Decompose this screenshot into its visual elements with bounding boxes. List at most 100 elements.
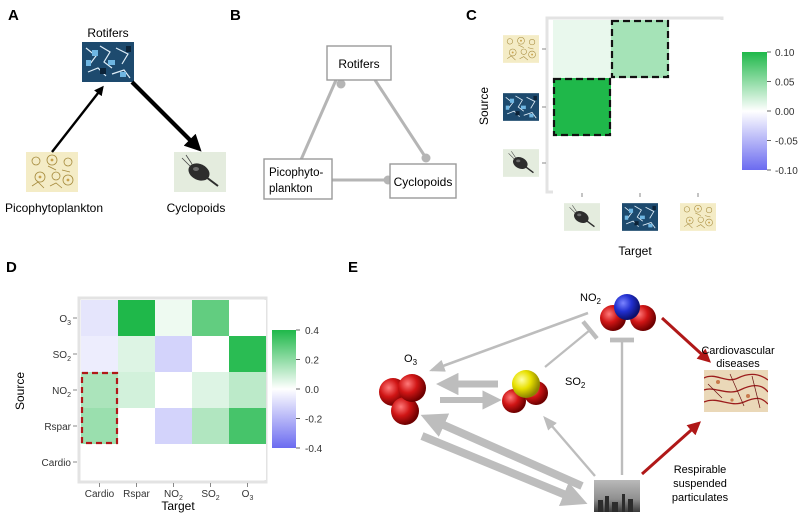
- node-picophytoplankton: [263, 158, 333, 200]
- cardio-label-2: diseases: [716, 358, 760, 370]
- arrow-no2-to-o3: [429, 311, 589, 372]
- heatmap-d-cell: [81, 336, 118, 372]
- heatmap-c-cell: [669, 20, 727, 78]
- heatmap-d-row-label: SO2: [53, 350, 71, 363]
- heatmap-d-cell: [118, 444, 155, 480]
- heatmap-c-cell: [669, 78, 727, 136]
- heatmap-d-cell: [155, 336, 192, 372]
- panel-a: A Rotifers Picophytoplankton Cyclopoids: [5, 7, 226, 215]
- heatmap-c: [552, 19, 727, 194]
- colorbar-d: [272, 330, 296, 448]
- heatmap-d-cell: [229, 336, 266, 372]
- heatmap-d-xlabel: Target: [161, 499, 195, 513]
- heatmap-d-row-label: Cardio: [42, 458, 72, 469]
- edge-rotifers-pico: [298, 79, 338, 163]
- arrow-rsp-to-so2: [543, 415, 596, 477]
- no2-label: NO2: [580, 292, 602, 306]
- heatmap-d-cell: [229, 444, 266, 480]
- rotifers-image: [82, 42, 134, 82]
- node-pico-label-2: plankton: [269, 183, 312, 195]
- heatmap-d-cell: [192, 408, 229, 444]
- heatmap-c-ylabel: Source: [477, 87, 491, 125]
- heatmap-c-cell: [611, 136, 669, 194]
- heatmap-d-row-label: O3: [59, 314, 71, 327]
- node-rotifers: [326, 45, 392, 81]
- heatmap-d: [80, 300, 266, 480]
- arrow-rsp-to-cardio: [641, 421, 702, 476]
- arrow-o3-to-rsp: [420, 432, 588, 507]
- heatmap-d-cell: [118, 372, 155, 408]
- heatmap-d-col-label: Rspar: [123, 489, 150, 500]
- panel-a-cyclopoids-label: Cyclopoids: [167, 201, 226, 215]
- heatmap-d-cell: [81, 444, 118, 480]
- panel-a-rotifers-label: Rotifers: [87, 26, 128, 40]
- heatmap-d-cell: [229, 408, 266, 444]
- heatmap-c-cell: [669, 136, 727, 194]
- colorbar-d-tick-label: -0.2: [305, 415, 323, 426]
- rsp-label-3: particulates: [672, 492, 729, 504]
- heatmap-d-cell: [192, 300, 229, 336]
- rsp-label-2: suspended: [673, 478, 727, 490]
- inhibit-so2-to-no2: [544, 320, 599, 368]
- colorbar-c-tick-label: -0.05: [775, 137, 798, 148]
- heatmap-c-cell: [553, 78, 611, 136]
- row-icon-picophytoplankton: [503, 34, 539, 64]
- heatmap-d-cell: [192, 372, 229, 408]
- so2-molecule: [502, 370, 548, 413]
- panel-c: C Target Source 0.100.050.00-0.05-0.10: [466, 7, 798, 258]
- heatmap-c-highlight: [552, 77, 612, 137]
- row-icon-rotifers: [503, 92, 539, 122]
- node-rotifers-label: Rotifers: [338, 57, 379, 71]
- rsp-label-1: Respirable: [674, 464, 727, 476]
- heatmap-d-cell: [229, 372, 266, 408]
- colorbar-d-tick-label: 0.2: [305, 356, 319, 367]
- colorbar-d-ticks: 0.40.20.0-0.2-0.4: [296, 326, 323, 455]
- heatmap-c-cell: [611, 78, 669, 136]
- heatmap-d-cell: [192, 444, 229, 480]
- heatmap-d-highlight: [80, 371, 119, 445]
- panel-b: B Rotifers Picophyto- plankton Cyclopoid…: [230, 7, 457, 200]
- arrow-rsp-to-o3: [420, 413, 584, 490]
- col-icon-cyclopoids: [564, 202, 600, 232]
- colorbar-c-tick-label: -0.10: [775, 166, 798, 177]
- panel-c-letter: C: [466, 7, 477, 24]
- heatmap-d-ylabel: Source: [13, 372, 27, 410]
- colorbar-c-tick-label: 0.10: [775, 48, 795, 59]
- heatmap-c-xlabel: Target: [618, 244, 652, 258]
- heatmap-c-cell: [553, 136, 611, 194]
- heatmap-d-cell: [155, 444, 192, 480]
- heatmap-d-cell: [155, 300, 192, 336]
- no2-molecule: [600, 294, 656, 331]
- colorbar-d-tick-label: -0.4: [305, 444, 323, 455]
- row-icon-cyclopoids: [503, 148, 539, 178]
- heatmap-d-col-label: SO2: [201, 489, 219, 502]
- colorbar-c-tick-label: 0.05: [775, 78, 795, 89]
- panel-e: E NO2 O3 SO2: [348, 259, 775, 512]
- o3-label: O3: [404, 353, 418, 367]
- heatmap-d-cell: [229, 300, 266, 336]
- o3-molecule: [379, 374, 426, 425]
- heatmap-d-col-label: O3: [242, 489, 254, 502]
- heatmap-d-cell: [155, 408, 192, 444]
- edge-rotifers-cyclopoids-end: [421, 153, 431, 163]
- heatmap-c-cell: [553, 20, 611, 78]
- colorbar-c-ticks: 0.100.050.00-0.05-0.10: [767, 48, 798, 177]
- heatmap-d-cell: [81, 300, 118, 336]
- node-pico-label-1: Picophyto-: [269, 167, 324, 179]
- panel-d-letter: D: [6, 259, 17, 276]
- heatmap-d-cell: [118, 408, 155, 444]
- panel-a-letter: A: [8, 7, 19, 24]
- colorbar-d-tick-label: 0.0: [305, 385, 319, 396]
- col-icon-picophytoplankton: [680, 202, 716, 232]
- cardiovascular-tissue-image: [704, 370, 768, 412]
- colorbar-c: [742, 52, 767, 170]
- heatmap-d-cell: [81, 408, 118, 444]
- node-cyclopoids: [389, 163, 457, 199]
- cyclopoids-image: [174, 152, 226, 192]
- cardio-label-1: Cardiovascular: [701, 345, 775, 357]
- panel-b-letter: B: [230, 7, 241, 24]
